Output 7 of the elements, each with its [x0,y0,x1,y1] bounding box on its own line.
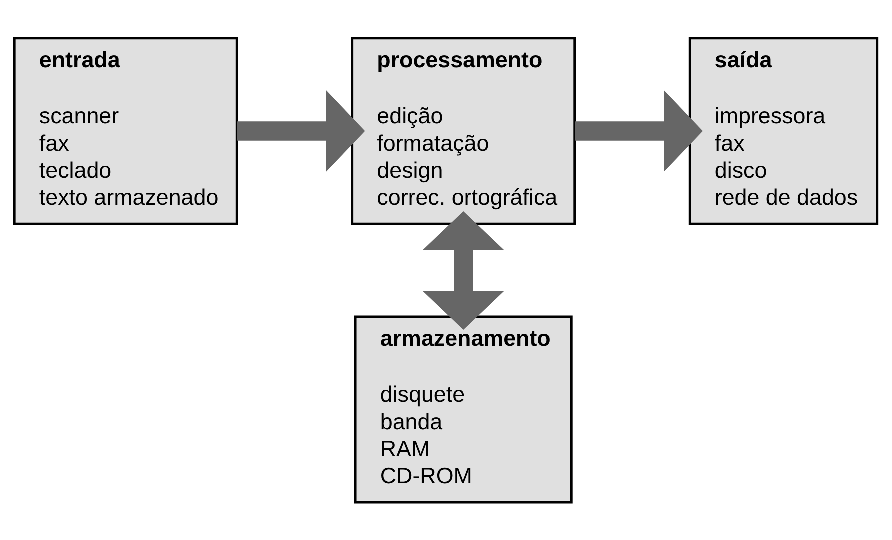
node-box: saída impressora fax disco rede de dados [688,36,879,225]
node-box: processamento edição formatação design correc. ortográfica [351,36,576,225]
arrow [575,90,703,172]
arrow [422,210,504,330]
node-box: entrada scanner fax teclado texto armazenado [13,36,238,225]
arrow [237,90,366,172]
node-box: armazenamento disquete banda RAM CD-ROM [354,315,573,504]
